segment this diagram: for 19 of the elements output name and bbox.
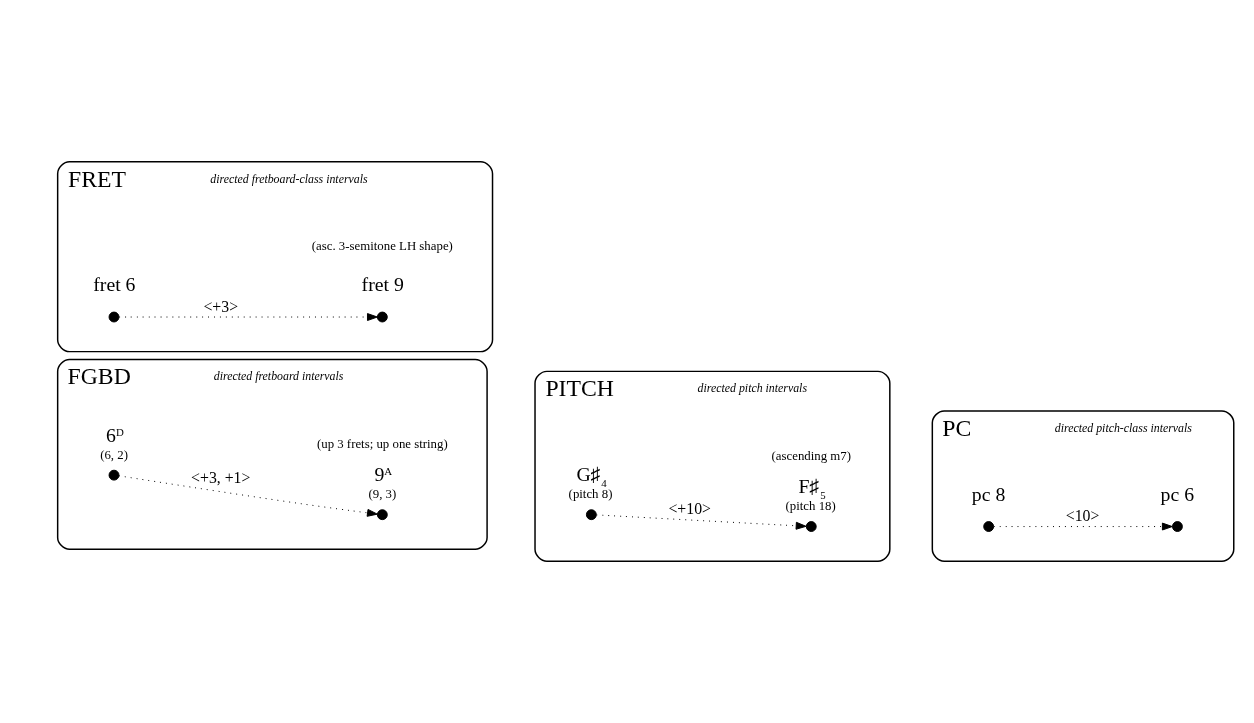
edge-label: <+10> bbox=[668, 499, 711, 517]
node-label: G♯$_{4}$ bbox=[576, 463, 607, 490]
node-label: fret 9 bbox=[361, 273, 404, 296]
edge-label: <+3> bbox=[203, 297, 239, 315]
edge-label: <10> bbox=[1065, 507, 1100, 525]
node-label: 6$^{D}$ bbox=[106, 423, 124, 446]
label: (up 3 frets; up one string) bbox=[316, 436, 448, 451]
node-label: (6, 2) bbox=[100, 447, 128, 462]
node-label: 9$^{A}$ bbox=[374, 463, 393, 486]
label: (ascending m7) bbox=[771, 448, 851, 463]
edge-label: <+3, +1> bbox=[191, 468, 251, 486]
node-label: F♯$_{5}$ bbox=[798, 474, 826, 501]
label: (asc. 3-semitone LH shape) bbox=[311, 239, 453, 254]
node-label: fret 6 bbox=[93, 273, 136, 296]
node-label: (pitch 8) bbox=[568, 487, 613, 502]
node-label: pc 8 bbox=[971, 482, 1006, 505]
node-label: (pitch 18) bbox=[785, 499, 836, 514]
node-label: (9, 3) bbox=[368, 487, 397, 502]
node-label: pc 6 bbox=[1160, 482, 1195, 505]
